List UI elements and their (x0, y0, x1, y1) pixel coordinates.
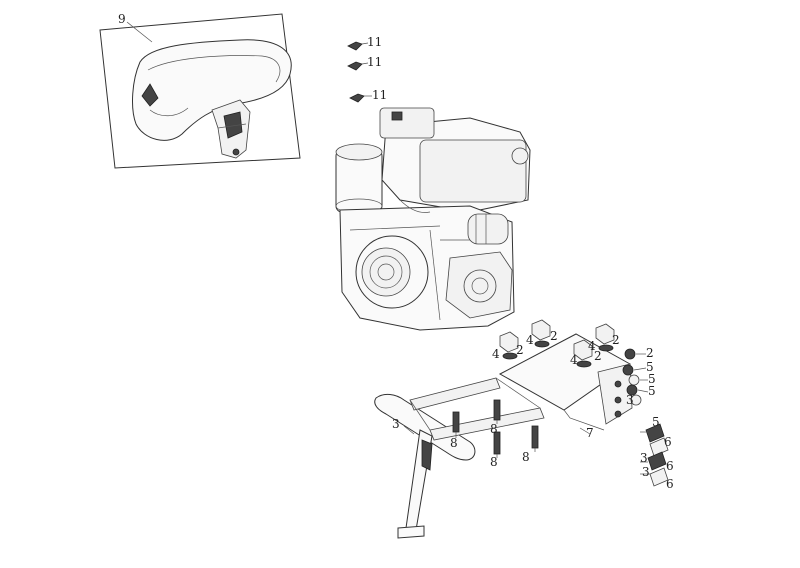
nut-4c (573, 339, 593, 368)
nut-4d (595, 323, 615, 352)
callout-2-d: 2 (612, 333, 620, 347)
washer-5c (626, 384, 638, 396)
callout-6-c: 6 (666, 477, 674, 491)
callout-5-c: 5 (648, 384, 656, 398)
callout-8-d: 8 (522, 450, 530, 464)
callout-7: 7 (586, 426, 594, 440)
air-filter (335, 143, 383, 214)
callout-9: 9 (118, 12, 126, 26)
callout-6-b: 6 (666, 459, 674, 473)
bolt-8c (493, 431, 501, 458)
leader-9 (126, 21, 153, 43)
washer-5a (622, 364, 634, 376)
rocker-cover (379, 107, 435, 139)
nut-washer-group (499, 319, 615, 368)
callout-2-c: 2 (594, 349, 602, 363)
callout-5-b: 5 (648, 372, 656, 386)
callout-4-d: 4 (588, 339, 596, 353)
stand-assembly (374, 377, 545, 539)
stand-spring (421, 439, 433, 471)
engine-assembly (335, 107, 531, 331)
right-fasteners-lower (640, 423, 669, 487)
head-cap (511, 147, 529, 165)
callout-8-c: 8 (490, 455, 498, 469)
callout-3-b: 3 (626, 393, 634, 407)
bolt-11b (347, 61, 363, 71)
right-fasteners-upper (622, 348, 649, 406)
bolt-8d (531, 425, 539, 452)
engine-cover (132, 39, 292, 141)
engine-cover-ridge (147, 55, 281, 83)
callout-2-e: 2 (646, 346, 654, 360)
bolt-6c (649, 467, 669, 487)
callout-11-c: 11 (372, 88, 388, 102)
callout-2-b: 2 (550, 329, 558, 343)
callout-5-d: 5 (652, 415, 660, 429)
bolt-11c (349, 93, 365, 103)
starter-motor (467, 213, 509, 245)
bolt-11-group (347, 41, 372, 103)
callout-3-a: 3 (392, 417, 400, 431)
cover-inset (99, 13, 301, 169)
bolt-8a (452, 411, 460, 438)
nut-4a (499, 331, 519, 360)
bolt-11a (347, 41, 363, 51)
callout-8-a: 8 (450, 436, 458, 450)
bolt-6a (649, 437, 669, 457)
callout-5-a: 5 (646, 360, 654, 374)
bolt-6b (647, 451, 667, 471)
washer-5b (628, 374, 640, 386)
leader-7 (579, 427, 591, 435)
callout-8-b: 8 (490, 422, 498, 436)
recoil-starter (355, 235, 429, 309)
mounting-plate (498, 333, 633, 435)
washer-2e (624, 348, 636, 360)
callout-11-a: 11 (367, 35, 383, 49)
bolt-5d (645, 423, 665, 443)
stand-handle-bar (374, 393, 476, 461)
cover-bracket (211, 99, 251, 159)
callout-11-b: 11 (367, 55, 383, 69)
callout-3-d: 3 (642, 465, 650, 479)
engine-cover-edge (149, 107, 189, 117)
plate-side (597, 363, 633, 425)
callout-2-a: 2 (516, 343, 524, 357)
callout-6-a: 6 (664, 435, 672, 449)
rail-bottom (429, 407, 545, 441)
stand-foot (397, 525, 425, 539)
rail-top (409, 377, 501, 411)
nut-4b (531, 319, 551, 348)
engine-cover-vent (141, 83, 159, 107)
washer-3b (630, 394, 642, 406)
callout-3-c: 3 (640, 451, 648, 465)
bolt-8b (493, 399, 501, 424)
callout-4-c: 4 (570, 353, 578, 367)
fin-housing (419, 139, 527, 203)
engine-detail-lines (349, 199, 470, 321)
inset-frame (99, 13, 301, 169)
callout-4-a: 4 (492, 347, 500, 361)
callout-4-b: 4 (526, 333, 534, 347)
